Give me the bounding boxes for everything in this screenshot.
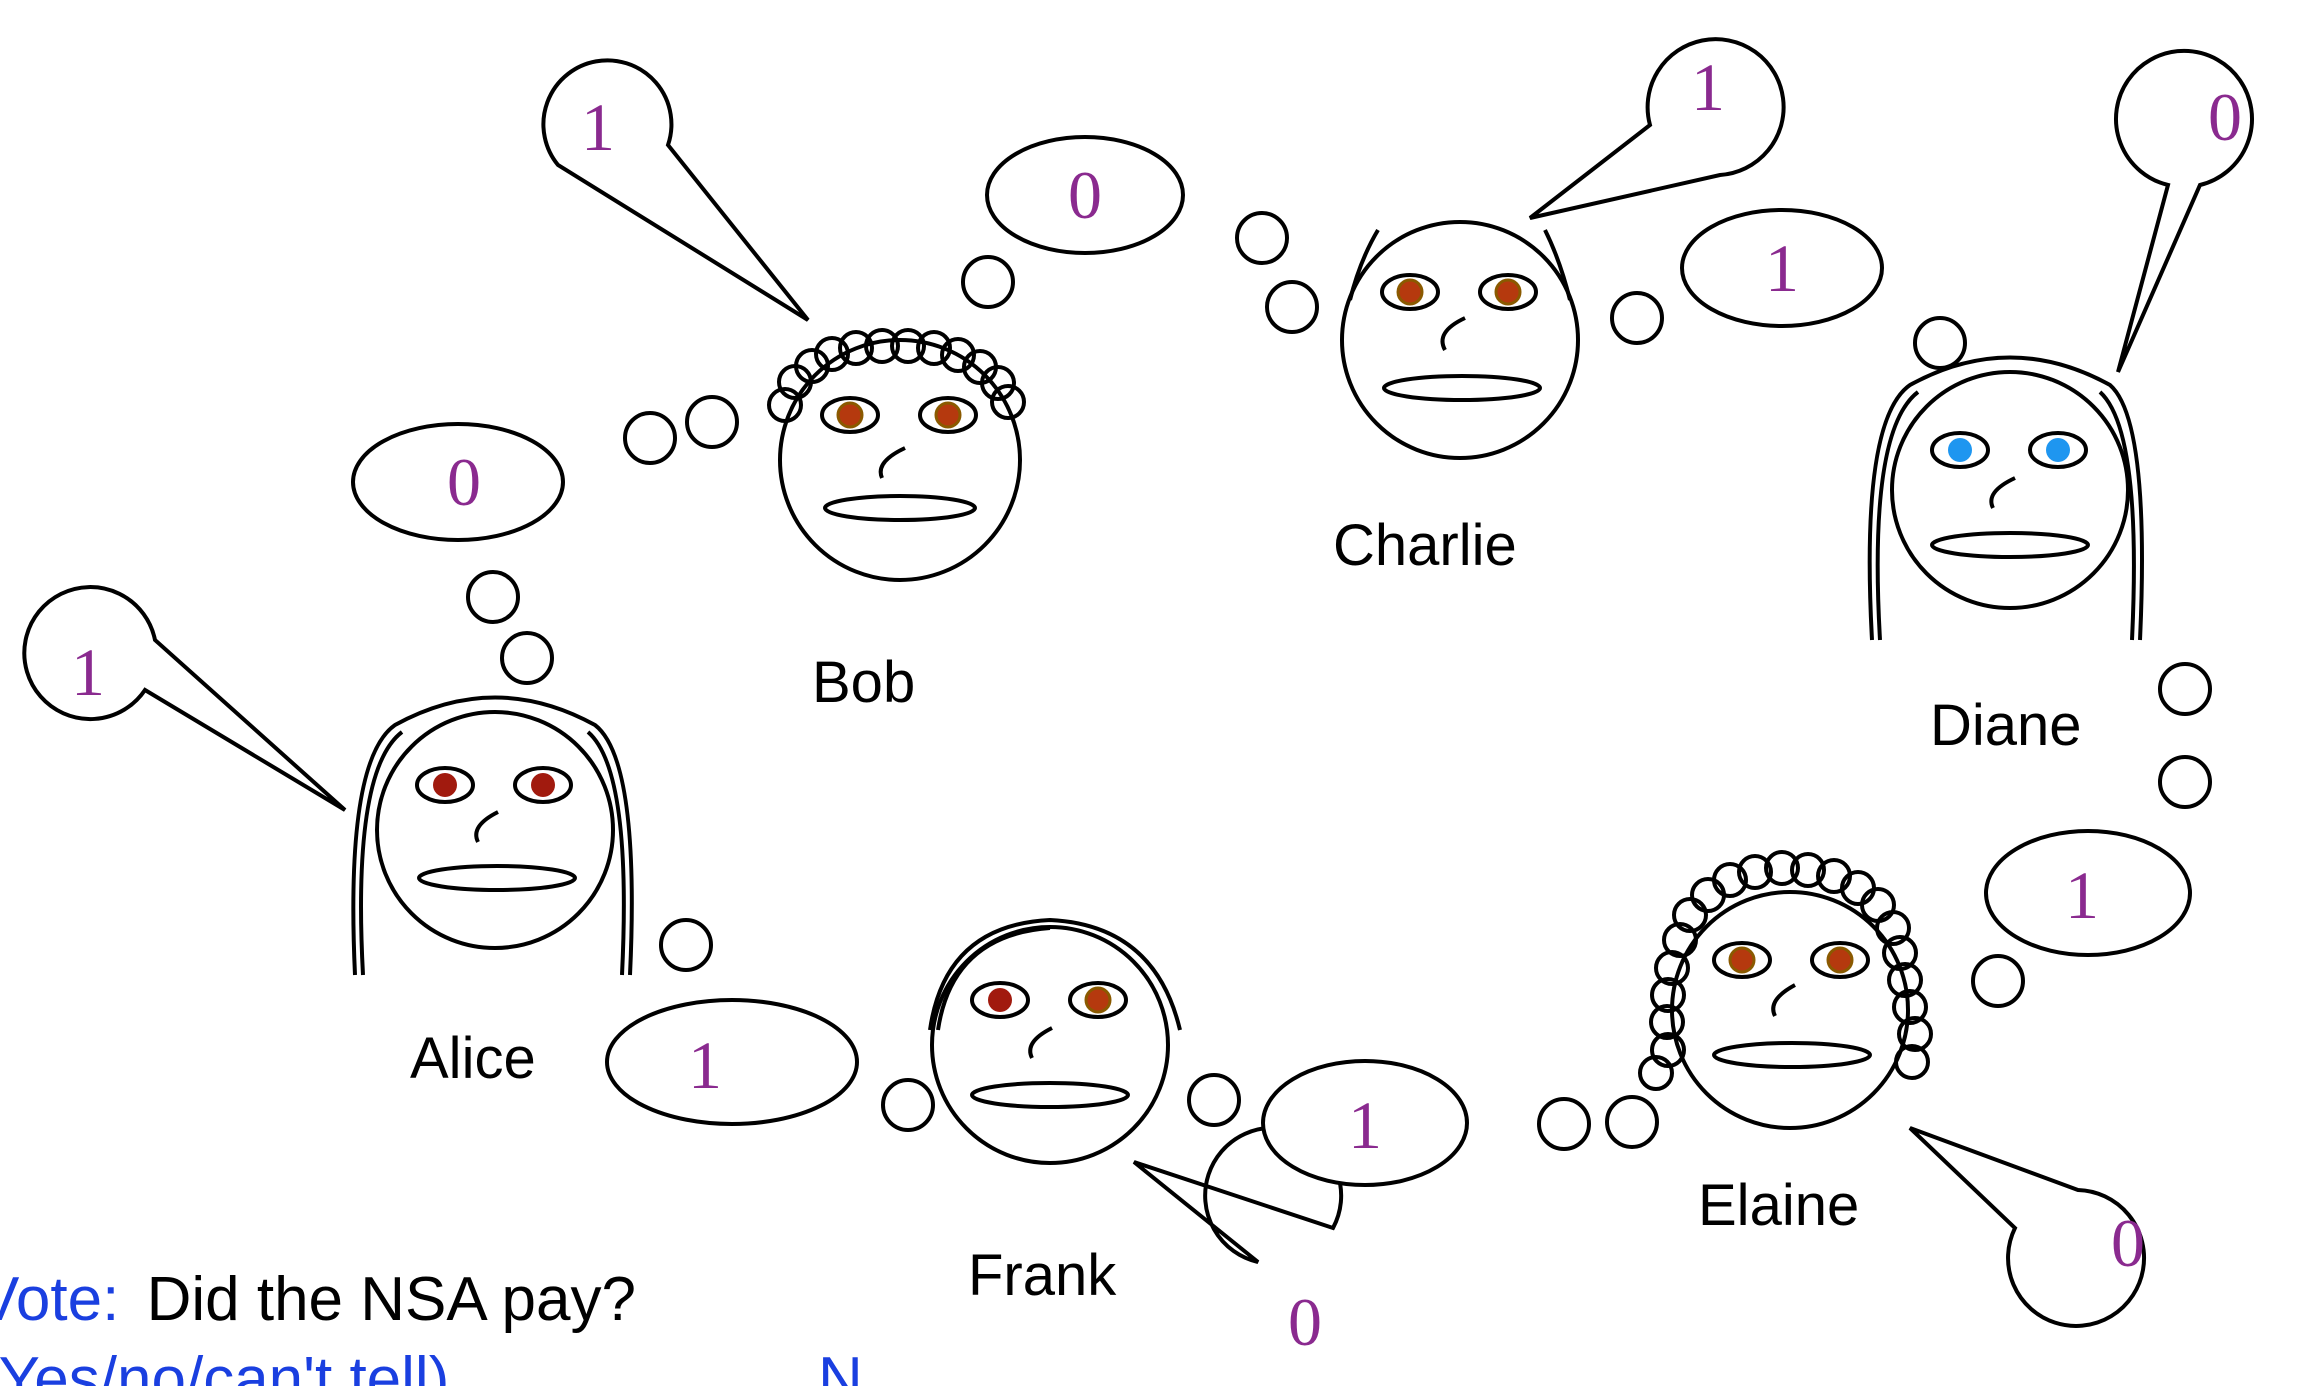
speech-bubble-elaine: 0 xyxy=(1908,1126,2147,1328)
spoken-bit-diane: 0 xyxy=(2208,79,2242,155)
vote-answer: N xyxy=(818,1345,863,1386)
vote-prefix: Vote: xyxy=(0,1265,119,1334)
curly-hair-icon xyxy=(767,328,1026,423)
name-elaine: Elaine xyxy=(1698,1173,1859,1238)
name-diane: Diane xyxy=(1930,693,2082,758)
vote-options: (Yes/no/can't tell) xyxy=(0,1345,449,1386)
vote-question: Did the NSA pay? xyxy=(147,1265,636,1334)
shared-bit-elaine-frank: 1 xyxy=(1348,1087,1382,1163)
name-bob: Bob xyxy=(812,650,915,715)
shared-bit-frank-alice: 1 xyxy=(688,1027,722,1103)
name-frank: Frank xyxy=(968,1243,1117,1308)
shared-bit-alice-bob: 0 xyxy=(447,444,481,520)
thought-bubble-elaine-frank: 1 xyxy=(1187,1059,1659,1187)
face-diane xyxy=(1867,355,2144,641)
speech-bubble-charlie: 1 xyxy=(1528,37,1786,220)
face-elaine xyxy=(1638,850,1933,1130)
shared-bit-charlie-diane: 1 xyxy=(1765,230,1799,306)
thought-bubble-charlie-diane: 1 xyxy=(1610,208,1967,370)
thought-bubble-diane-elaine: 1 xyxy=(1971,662,2212,1008)
spoken-bit-bob: 1 xyxy=(581,89,615,165)
face-frank xyxy=(928,917,1182,1165)
speech-bubble-alice: 1 xyxy=(22,585,347,812)
face-alice xyxy=(351,695,634,976)
thought-bubble-bob-charlie: 0 xyxy=(961,135,1319,334)
spoken-bit-frank: 0 xyxy=(1288,1284,1322,1360)
vote-caption: Vote: Did the NSA pay? (Yes/no/can't tel… xyxy=(0,1265,863,1386)
thought-bubble-frank-alice: 1 xyxy=(605,918,935,1132)
thought-bubble-alice-bob: 0 xyxy=(351,395,739,685)
spoken-bit-charlie: 1 xyxy=(1691,49,1725,125)
curly-hair-icon xyxy=(1638,850,1933,1091)
shared-bit-bob-charlie: 0 xyxy=(1068,157,1102,233)
spoken-bit-alice: 1 xyxy=(71,634,105,710)
name-alice: Alice xyxy=(410,1026,536,1091)
speech-bubble-bob: 1 xyxy=(541,58,810,322)
speech-bubble-diane: 0 xyxy=(2114,48,2254,373)
svg-text:Vote: Did the NSA pay?: Vote: Did the NSA pay? xyxy=(0,1265,636,1334)
face-charlie xyxy=(1340,220,1580,460)
name-charlie: Charlie xyxy=(1333,513,1517,578)
face-bob xyxy=(767,328,1026,582)
spoken-bit-elaine: 0 xyxy=(2111,1205,2145,1281)
shared-bit-diane-elaine: 1 xyxy=(2065,857,2099,933)
